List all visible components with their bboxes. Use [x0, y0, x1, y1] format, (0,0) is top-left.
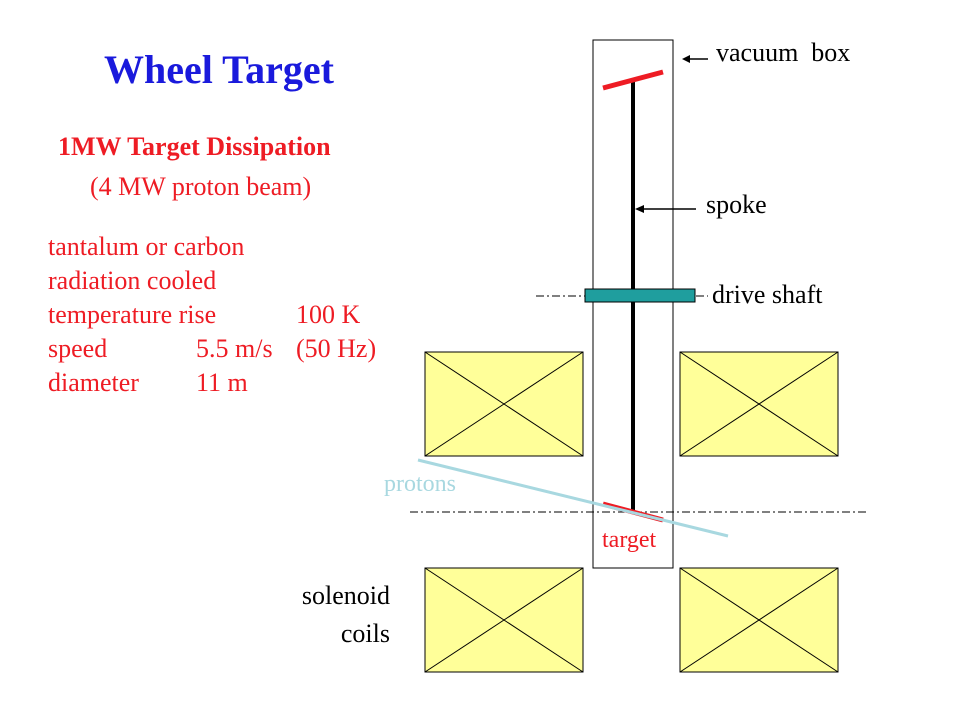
- solenoid-coil-lower-right: [679, 567, 839, 673]
- spec-cooling: radiation cooled: [48, 266, 217, 295]
- spec-speed-value: 5.5 m/s: [196, 334, 273, 363]
- spec-diameter-value: 11 m: [196, 368, 248, 397]
- spec-temperature-label: temperature rise: [48, 300, 217, 329]
- drive-shaft: [584, 288, 696, 303]
- label-coils: coils: [341, 619, 390, 648]
- label-target: target: [602, 527, 657, 553]
- solenoid-coil-upper-left: [424, 351, 584, 457]
- spec-speed-frequency: (50 Hz): [296, 334, 377, 363]
- solenoid-coil-lower-left: [424, 567, 584, 673]
- target-segment-top: [602, 69, 664, 91]
- label-protons: protons: [384, 471, 456, 497]
- spec-diameter-label: diameter: [48, 368, 139, 397]
- spoke-arrowhead: [635, 205, 644, 213]
- label-solenoid: solenoid: [302, 581, 390, 610]
- page-title: Wheel Target: [104, 47, 334, 92]
- subtitle-beam: (4 MW proton beam): [90, 172, 312, 201]
- spec-temperature-value: 100 K: [296, 300, 361, 329]
- subtitle: 1MW Target Dissipation: [58, 132, 331, 161]
- proton-beam: [417, 458, 729, 538]
- spec-material: tantalum or carbon: [48, 232, 245, 261]
- vacuum-box: [592, 39, 674, 569]
- solenoid-coil-upper-right: [679, 351, 839, 457]
- label-vacuum-box: vacuum box: [716, 38, 850, 67]
- vacuum-box-arrowhead: [682, 55, 690, 63]
- label-drive-shaft: drive shaft: [712, 280, 823, 309]
- spec-speed-label: speed: [48, 334, 108, 363]
- label-spoke: spoke: [706, 190, 767, 219]
